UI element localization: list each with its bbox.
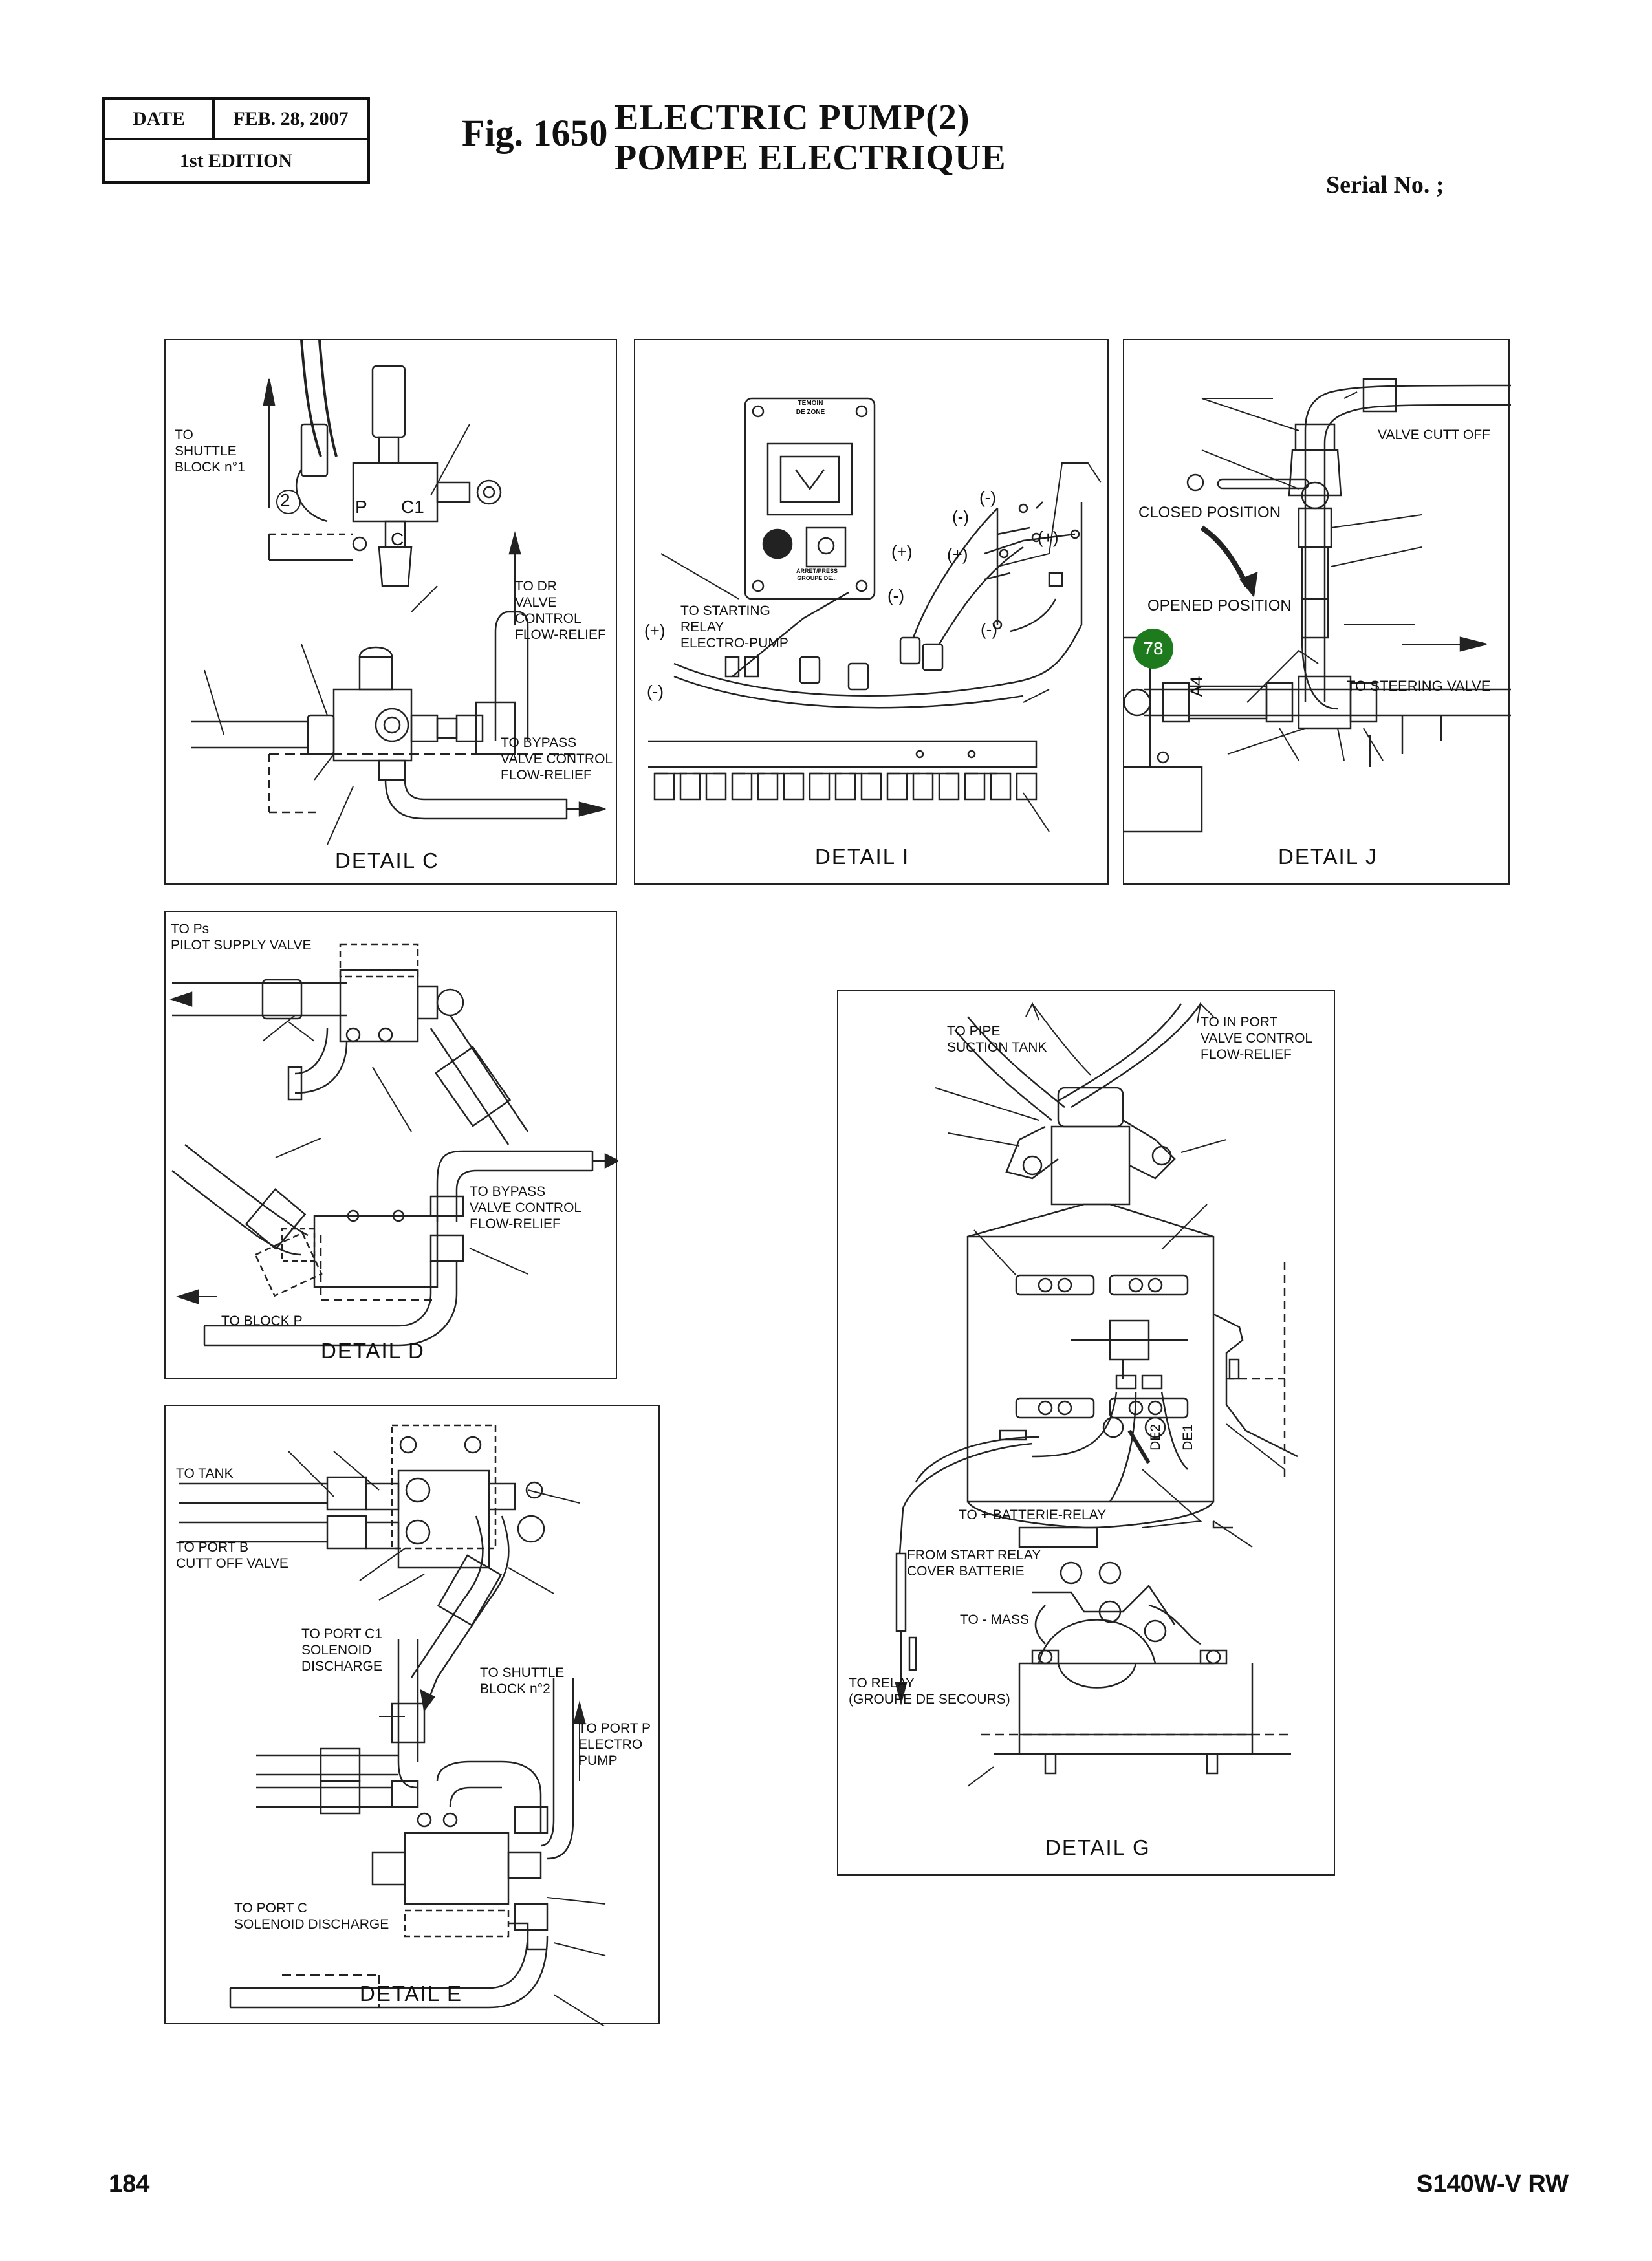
to-ps-label: TO Ps PILOT SUPPLY VALVE [171, 922, 312, 953]
detail-c-panel: TO SHUTTLE BLOCK n°1 2 P C1 C TO DR VALV… [164, 339, 617, 885]
callout-badge-78: 78 [1133, 629, 1173, 669]
to-shuttle-block-1-label: TO SHUTTLE BLOCK n°1 [175, 427, 245, 475]
detail-i-panel: TEMOIN DE ZONE ARRET/PRESS GROUPE DE... … [634, 339, 1109, 885]
to-batterie-relay-label: TO + BATTERIE-RELAY [959, 1508, 1107, 1522]
to-dr-label: TO DR VALVE CONTROL FLOW-RELIEF [515, 579, 606, 642]
minus-label-4: (-) [981, 620, 997, 639]
switch-label: ARRET/PRESS GROUPE DE... [796, 568, 838, 581]
date-box: DATE FEB. 28, 2007 1st EDITION [102, 97, 370, 184]
to-port-b-label: TO PORT B CUTT OFF VALVE [176, 1540, 288, 1571]
to-block-p-label: TO BLOCK P [221, 1314, 303, 1328]
model-number: S140W-V RW [1417, 2170, 1569, 2198]
to-port-p-label: TO PORT P ELECTRO PUMP [578, 1721, 651, 1768]
page-number: 184 [109, 2170, 150, 2198]
to-pipe-suction-label: TO PIPE SUCTION TANK [947, 1024, 1047, 1055]
opened-position-label: OPENED POSITION [1147, 597, 1292, 614]
detail-j-title: DETAIL J [1278, 845, 1378, 869]
a4-label: A4 [1186, 676, 1206, 697]
minus-label-1: (-) [647, 682, 664, 701]
lamp-label-1: TEMOIN [798, 400, 823, 407]
plus-label-2: (+) [891, 542, 913, 561]
plus-label-3: (+) [947, 545, 968, 564]
port-c1-label: C1 [401, 497, 424, 517]
plus-label-1: (+) [644, 621, 666, 640]
lamp-label-2: DE ZONE [796, 409, 825, 416]
to-bypass-label: TO BYPASS VALVE CONTROL FLOW-RELIEF [501, 735, 613, 783]
port-2-label: 2 [280, 490, 290, 510]
minus-label-3: (-) [979, 488, 996, 507]
port-c-label: C [391, 529, 404, 549]
to-mass-label: TO - MASS [960, 1612, 1029, 1627]
from-start-relay-label: FROM START RELAY COVER BATTERIE [907, 1548, 1041, 1579]
date-label: DATE [105, 100, 215, 138]
to-port-c-label: TO PORT C SOLENOID DISCHARGE [234, 1901, 389, 1932]
valve-cut-off-label: VALVE CUTT OFF [1378, 427, 1490, 442]
to-relay-label: TO RELAY (GROUPE DE SECOURS) [849, 1676, 1010, 1707]
detail-g-title: DETAIL G [1045, 1835, 1151, 1859]
detail-d-drawing [169, 943, 618, 1347]
detail-d-panel: TO Ps PILOT SUPPLY VALVE TO BYPASS VALVE… [164, 911, 618, 1379]
edition-label: 1st EDITION [179, 150, 293, 171]
title-english: ELECTRIC PUMP(2) [614, 98, 970, 138]
to-starting-relay-label: TO STARTING RELAY ELECTRO-PUMP [680, 603, 788, 651]
to-shuttle-block-2-label: TO SHUTTLE BLOCK n°2 [480, 1665, 565, 1696]
detail-i-drawing [648, 397, 1102, 832]
detail-e-panel: TO TANK TO PORT B CUTT OFF VALVE TO PORT… [164, 1405, 660, 2026]
to-tank-label: TO TANK [176, 1466, 234, 1481]
de2-label: DE2 [1147, 1424, 1163, 1451]
to-steering-valve-label: TO STEERING VALVE [1347, 678, 1491, 694]
detail-g-drawing [895, 1002, 1298, 1787]
to-bypass-label: TO BYPASS VALVE CONTROL FLOW-RELIEF [470, 1184, 582, 1231]
detail-d-title: DETAIL D [321, 1339, 425, 1363]
minus-label-2: (-) [887, 586, 904, 605]
detail-c-title: DETAIL C [335, 849, 439, 872]
detail-j-panel: VALVE CUTT OFF CLOSED POSITION OPENED PO… [1123, 339, 1511, 885]
title-french: POMPE ELECTRIQUE [614, 138, 1006, 178]
detail-e-drawing [179, 1424, 606, 2026]
de1-label: DE1 [1180, 1424, 1195, 1451]
plus-label-4: (+) [1038, 528, 1059, 547]
closed-position-label: CLOSED POSITION [1138, 504, 1281, 521]
serial-number: Serial No. ; [1326, 171, 1444, 199]
date-value: FEB. 28, 2007 [233, 108, 349, 129]
minus-label-2: (-) [952, 507, 969, 526]
detail-j-drawing [1124, 378, 1511, 833]
to-port-c1-label: TO PORT C1 SOLENOID DISCHARGE [301, 1627, 382, 1674]
figure-number: Fig. 1650 [462, 112, 608, 154]
detail-e-title: DETAIL E [360, 1982, 463, 2006]
port-p-label: P [355, 497, 367, 517]
detail-c-drawing [191, 340, 606, 845]
detail-i-title: DETAIL I [815, 845, 910, 869]
detail-g-panel: TO PIPE SUCTION TANK TO IN PORT VALVE CO… [837, 990, 1335, 1876]
to-in-port-label: TO IN PORT VALVE CONTROL FLOW-RELIEF [1201, 1015, 1313, 1062]
